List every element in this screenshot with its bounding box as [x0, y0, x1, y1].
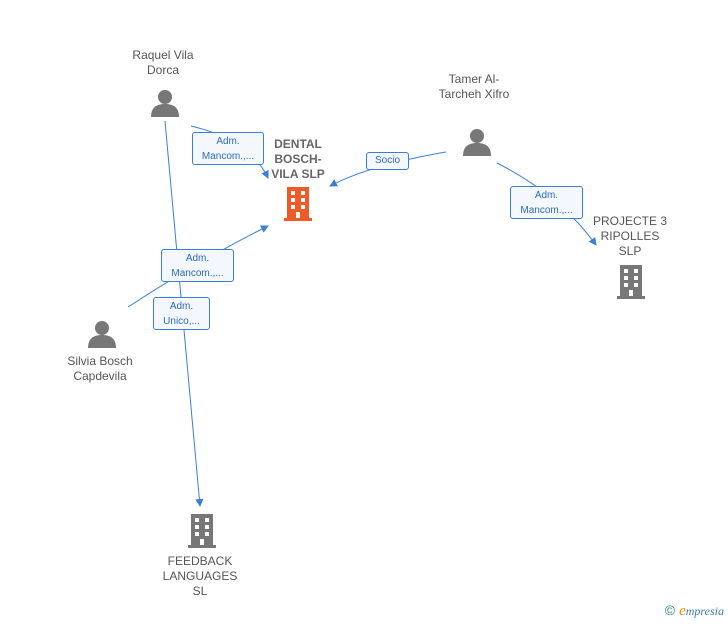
edge-label-silvia-dental[interactable]: Adm. Mancom.,...	[161, 249, 234, 282]
edge-label-line1: Adm.	[534, 190, 559, 201]
edge-label-line1: Adm.	[216, 136, 240, 147]
node-label-feedback[interactable]: FEEDBACK LANGUAGES SL	[162, 554, 238, 598]
edge-label-line2: Mancom.,...	[520, 205, 573, 216]
building-icon-feedback[interactable]	[188, 514, 216, 548]
edge-label-tamer-dental[interactable]: Socio	[366, 152, 409, 170]
person-icon-silvia[interactable]	[88, 321, 116, 348]
empresia-watermark: ©empresia	[665, 602, 724, 620]
edge-label-line1: Adm.	[169, 301, 194, 312]
node-label-projecte[interactable]: PROJECTE 3 RIPOLLES SLP	[592, 214, 667, 258]
edge-label-line2: Mancom.,...	[201, 151, 255, 162]
edge-label-line2: Mancom.,...	[171, 268, 224, 279]
edge-label-line1: Socio	[374, 155, 400, 166]
node-label-tamer[interactable]: Tamer Al-Tarcheh Xifro	[438, 72, 510, 101]
person-icon-raquel[interactable]	[151, 90, 179, 117]
node-label-silvia[interactable]: Silvia Bosch Capdevila	[67, 354, 133, 383]
brand-logo-text: mpresia	[685, 604, 724, 618]
building-icon-dental[interactable]	[284, 187, 312, 221]
person-icon-tamer[interactable]	[463, 129, 491, 156]
building-icon-projecte[interactable]	[617, 265, 645, 299]
brand-logo-e: e	[679, 603, 686, 619]
edge-label-silvia-feedback[interactable]: Adm. Unico,...	[153, 297, 210, 330]
node-label-dental[interactable]: DENTAL BOSCH-VILA SLP	[271, 137, 325, 181]
copyright-icon: ©	[664, 602, 676, 618]
edge-label-line1: Adm.	[185, 253, 210, 264]
edge-label-line2: Unico,...	[163, 316, 200, 327]
node-label-raquel[interactable]: Raquel Vila Dorca	[132, 48, 194, 77]
edge-label-tamer-projecte[interactable]: Adm. Mancom.,...	[510, 186, 583, 219]
edge-label-raquel-dental[interactable]: Adm. Mancom.,...	[192, 132, 264, 165]
